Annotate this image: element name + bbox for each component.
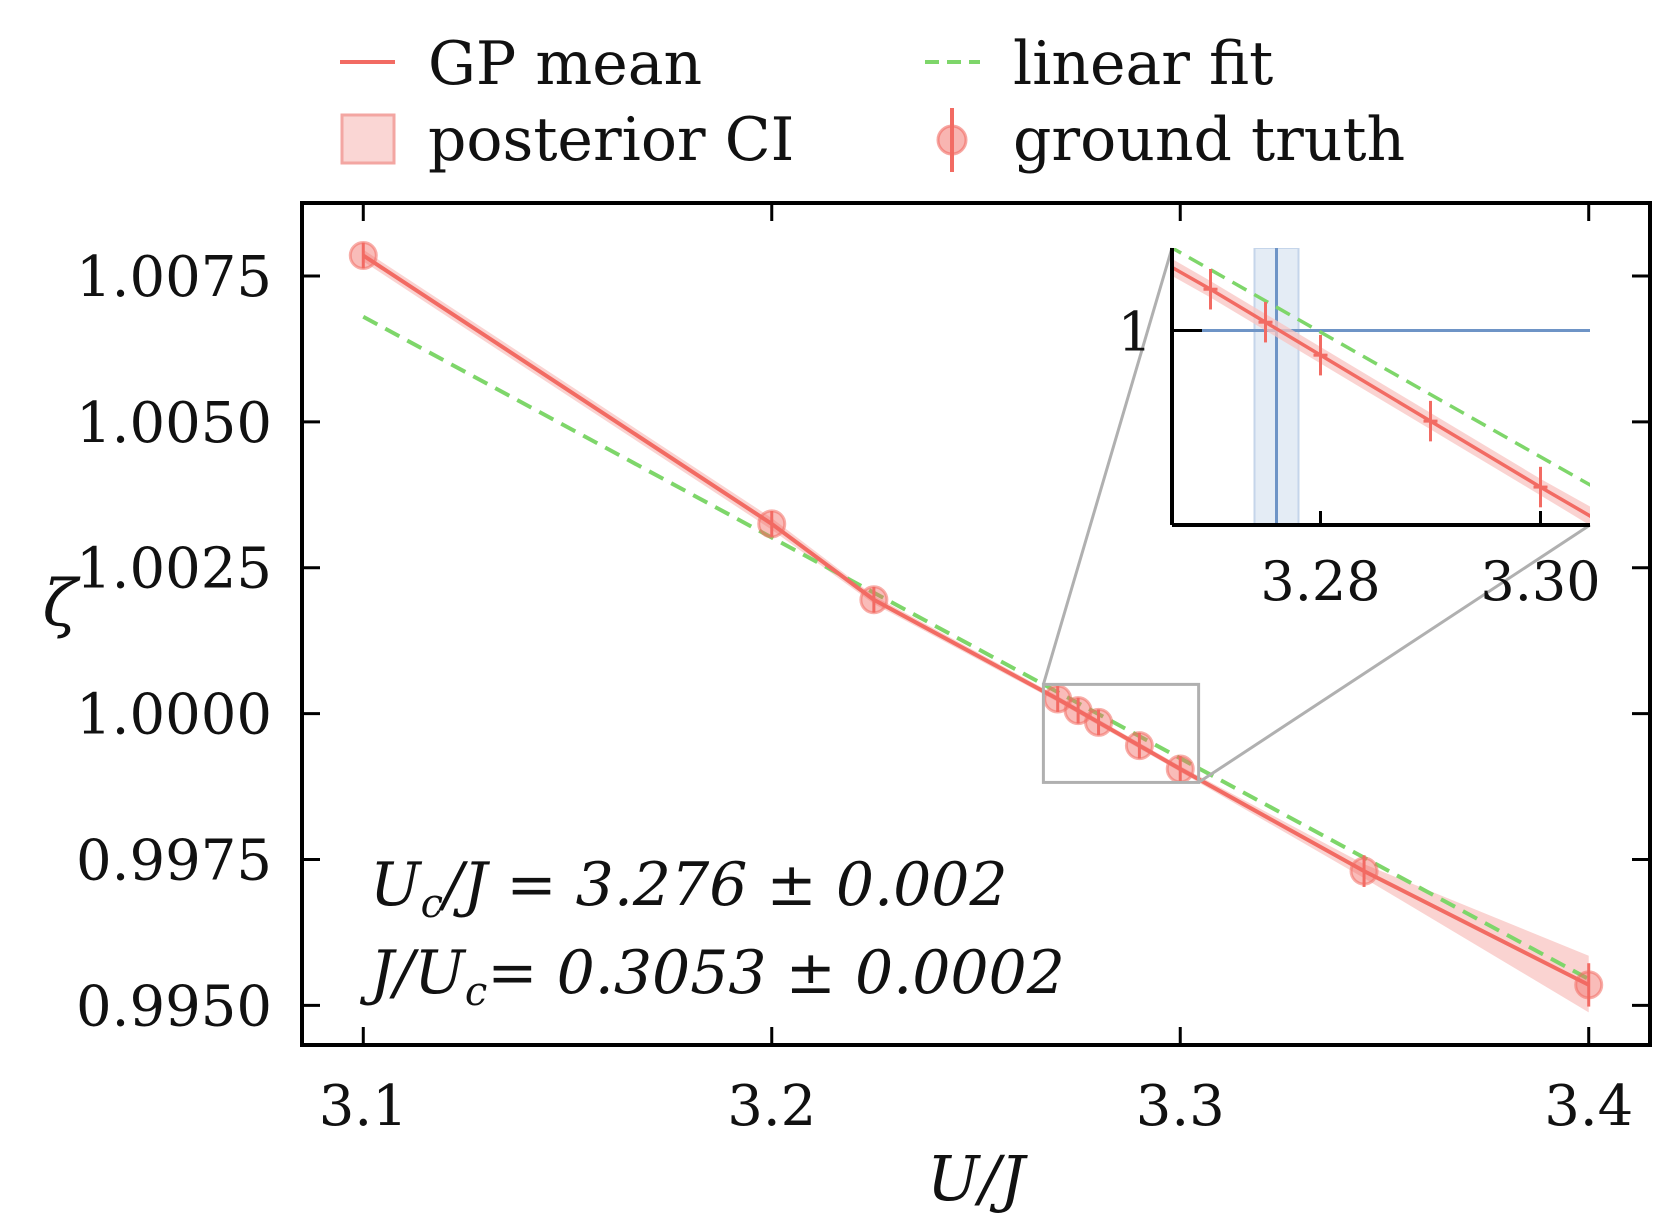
posterior-ci-band — [363, 249, 1589, 1013]
legend-posterior-ci-label: posterior CI — [428, 105, 794, 175]
ground-truth-point — [859, 585, 889, 615]
legend-linear-fit-label: linear fit — [1013, 29, 1273, 99]
ground-truth-point — [1124, 731, 1154, 761]
legend: GP mean posterior CI linear fit ground t… — [340, 29, 1405, 175]
ground-truth-point — [1574, 970, 1604, 1000]
ground-truth-point — [348, 241, 378, 271]
y-tick-label: 0.9950 — [76, 974, 272, 1039]
ground-truth-point — [1084, 707, 1114, 737]
main-plot-area — [348, 241, 1604, 1013]
legend-gp-mean-label: GP mean — [428, 29, 702, 99]
main-ticks — [302, 203, 1650, 1045]
inset-y-tick-label: 1 — [1118, 300, 1152, 363]
x-tick-label: 3.2 — [727, 1074, 816, 1139]
legend-posterior-ci-swatch — [340, 113, 396, 165]
zoom-connector — [1197, 523, 1591, 784]
x-axis-label: U/J — [927, 1142, 1028, 1215]
x-tick-label: 3.4 — [1544, 1074, 1633, 1139]
ground-truth-point — [1165, 754, 1195, 784]
zoom-indicator — [1041, 247, 1591, 784]
inset-plot: 3.28 3.30 1 — [1118, 248, 1601, 613]
legend-ground-truth-label: ground truth — [1013, 105, 1405, 175]
inset-x-tick-label: 3.28 — [1260, 550, 1380, 613]
zoom-box — [1041, 682, 1201, 784]
ground-truth-point — [1349, 856, 1379, 886]
annotation-j-over-uc: J/Uc= 0.3053 ± 0.0002 — [359, 938, 1065, 1015]
y-tick-label: 1.0075 — [76, 245, 272, 310]
y-tick-label: 0.9975 — [76, 828, 272, 893]
plot-frame — [300, 201, 1652, 1047]
ground-truth-point — [757, 509, 787, 539]
x-tick-label: 3.3 — [1136, 1074, 1225, 1139]
main-tick-labels: 3.1 3.2 3.3 3.4 0.9950 0.9975 1.0000 1.0025 1.00… — [76, 245, 1633, 1139]
y-tick-label: 1.0000 — [76, 683, 272, 748]
gp-mean-line — [1172, 265, 1590, 518]
annotation-uc-over-j: Uc/J = 3.276 ± 0.002 — [370, 850, 1008, 927]
y-axis-label: ζ — [43, 567, 81, 641]
linear-fit-line — [362, 315, 1590, 981]
inset-x-tick-label: 3.30 — [1480, 550, 1600, 613]
y-tick-label: 1.0025 — [76, 537, 272, 602]
legend-ground-truth-swatch — [936, 108, 968, 172]
x-tick-label: 3.1 — [319, 1074, 408, 1139]
y-tick-label: 1.0050 — [76, 391, 272, 456]
zoom-connector — [1041, 247, 1174, 685]
inset-content — [1172, 248, 1590, 525]
